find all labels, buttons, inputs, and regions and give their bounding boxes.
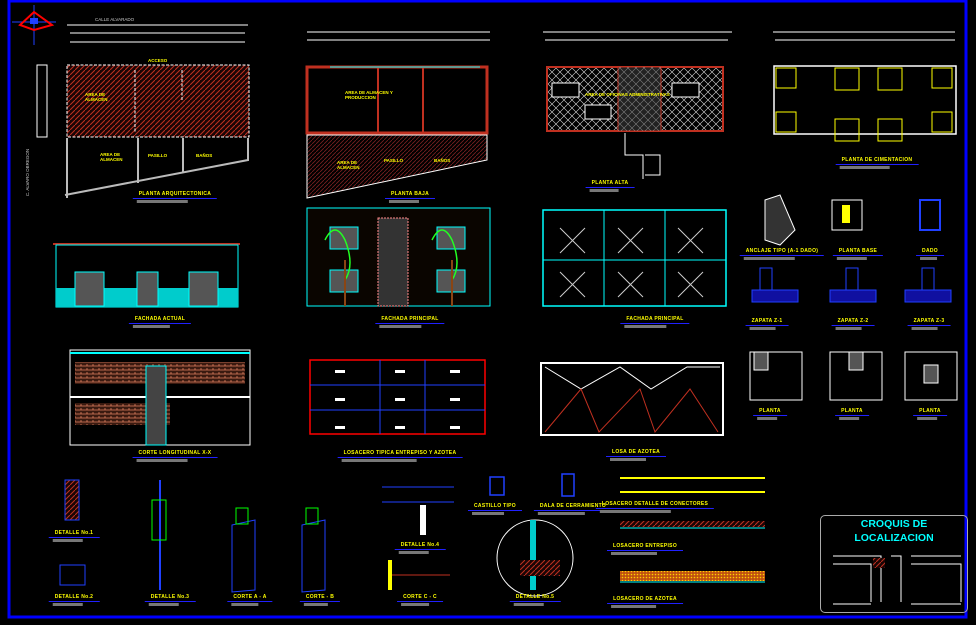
title-planta-cimentacion: PLANTA DE CIMENTACION <box>835 157 919 169</box>
title-zapata-3: ZAPATA Z-3 <box>907 318 951 330</box>
street-label: CALLE ALVARADO <box>95 17 135 22</box>
title-corte-b: CORTE - B <box>299 594 341 606</box>
title-losacero-conectores: LOSACERO DETALLE DE CONECTORES <box>595 501 715 513</box>
planta-alta-drawing <box>543 31 732 179</box>
title-fachada-principal: FACHADA PRINCIPAL <box>375 316 445 328</box>
croquis-map <box>833 555 962 605</box>
losacero-tipica-drawing <box>309 359 486 435</box>
title-detalle-5: DETALLE No.5 <box>509 594 561 606</box>
title-detalle-1: DETALLE No.1 <box>48 530 100 542</box>
sheet-frame <box>7 0 968 619</box>
zapatas-drawing <box>751 267 952 303</box>
anclaje-details <box>764 194 941 246</box>
room-label-almacen-2: AREA DE ALMACEN <box>100 152 123 162</box>
room-label-pasillo: PASILLO <box>148 153 168 158</box>
planta-baja-drawing <box>305 31 490 199</box>
title-fachada-actual: FACHADA ACTUAL <box>128 316 192 328</box>
planta-arquitectonica-drawing <box>36 24 250 198</box>
title-losacero-entrepiso: LOSACERO ENTREPISO <box>606 543 684 555</box>
croquis-title-line1: CROQUIS DE <box>860 518 928 530</box>
title-losacero-azotea: LOSACERO DE AZOTEA <box>607 596 683 608</box>
title-planta-z2: PLANTA <box>835 408 869 420</box>
title-anclaje: ANCLAJE TIPO (A-1 DADO) <box>739 248 825 260</box>
zapata-plantas <box>749 351 958 401</box>
title-corte-a: CORTE A - A <box>227 594 273 606</box>
title-planta-arquitectonica: PLANTA ARQUITECTONICA <box>132 191 218 203</box>
losa-azotea-drawing <box>540 362 724 436</box>
title-planta-z3: PLANTA <box>913 408 947 420</box>
title-detalle-4: DETALLE No.4 <box>394 542 446 554</box>
title-fachada-principal-2: FACHADA PRINCIPAL <box>620 316 690 328</box>
north-arrow-icon <box>12 5 56 45</box>
title-corte-c: CORTE C - C <box>397 594 443 606</box>
room-label-almacen-baja: AREA DE ALMACEN <box>337 160 360 170</box>
title-losa-azotea: LOSA DE AZOTEA <box>606 449 666 461</box>
title-dala: DALA DE CERRAMIENTO <box>533 503 613 515</box>
title-detalle-3: DETALLE No.3 <box>144 594 196 606</box>
room-label-almacen-produccion: AREA DE ALMACEN Y PRODUCCION <box>345 90 393 100</box>
title-losacero-tipica: LOSACERO TIPICA ENTREPISO Y AZOTEA <box>337 450 463 462</box>
corte-longitudinal-drawing <box>69 349 251 446</box>
fachada-principal-drawing <box>306 207 491 307</box>
title-planta-alta: PLANTA ALTA <box>585 180 635 192</box>
room-label-pasillo-baja: PASILLO <box>384 158 404 163</box>
room-label-acceso: ACCESO <box>148 58 168 63</box>
side-street-label: C. ALVARO OBREGON <box>25 148 31 197</box>
croquis-title-line2: LOCALIZACION <box>854 532 934 544</box>
room-label-oficinas: AREA DE OFICINAS ADMINISTRATIVAS <box>585 92 670 97</box>
title-corte-longitudinal: CORTE LONGITUDINAL X-X <box>132 450 218 462</box>
title-zapata-2: ZAPATA Z-2 <box>831 318 875 330</box>
site-location-marker <box>873 558 885 568</box>
detalles-drawing <box>59 473 765 597</box>
fachada-actual-drawing <box>53 243 240 308</box>
croquis-localizacion-box: CROQUIS DE LOCALIZACION <box>820 515 968 613</box>
title-zapata-1: ZAPATA Z-1 <box>745 318 789 330</box>
fachada-principal-2-drawing <box>542 209 727 307</box>
title-planta-z1: PLANTA <box>753 408 787 420</box>
title-detalle-2: DETALLE No.2 <box>48 594 100 606</box>
planta-cimentacion-drawing <box>773 31 957 142</box>
title-castillo: CASTILLO TIPO <box>468 503 522 515</box>
room-label-almacen: AREA DE ALMACEN <box>85 92 108 102</box>
title-dado: DADO <box>916 248 944 260</box>
title-planta-baja: PLANTA BAJA <box>384 191 436 203</box>
room-label-banos-baja: BAÑOS <box>434 158 451 163</box>
title-planta-base: PLANTA BASE <box>832 248 884 260</box>
room-label-banos: BAÑOS <box>196 153 213 158</box>
